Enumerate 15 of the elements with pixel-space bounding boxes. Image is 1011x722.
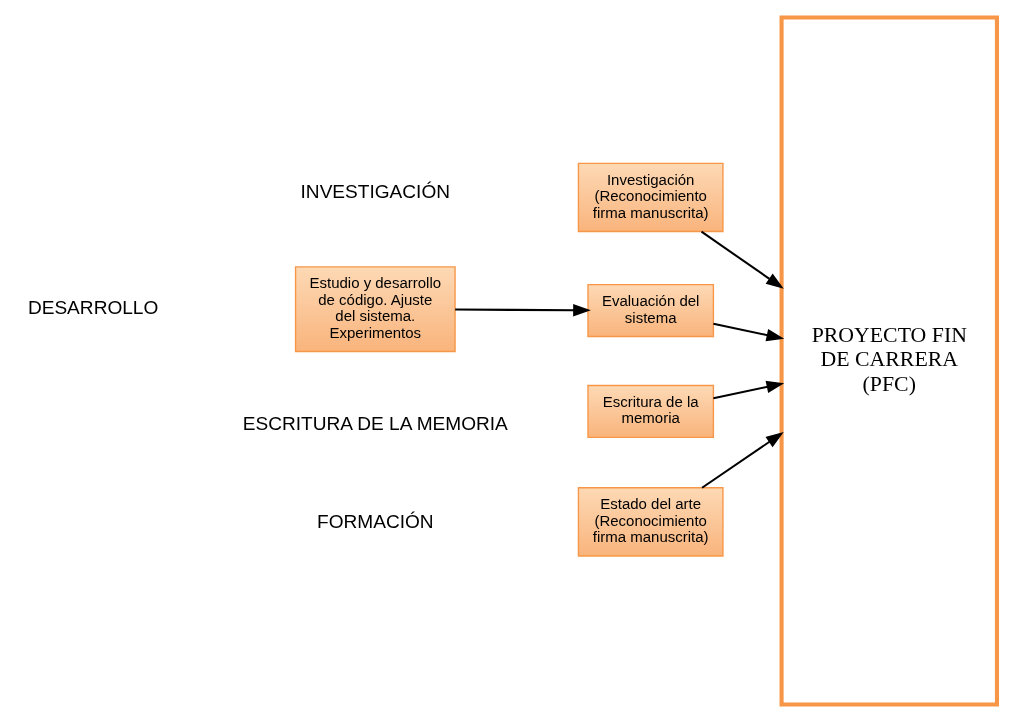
node-box: Investigación (Reconocimiento firma manuscrita) <box>577 162 724 233</box>
arrow <box>713 322 785 342</box>
node-box: PROYECTO FIN DE CARRERA (PFC) <box>779 15 999 707</box>
arrow <box>455 303 591 317</box>
node-box: Escritura de la memoria <box>587 384 715 438</box>
label: INVESTIGACIÓN <box>300 181 451 203</box>
node-box: Estado del arte (Reconocimiento firma manuscrita) <box>577 487 724 557</box>
node-box: Evaluación del sistema <box>587 284 715 338</box>
node-box: Estudio y desarrollo de código. Ajuste del sistema. Experimentos <box>294 266 456 353</box>
arrow <box>713 380 785 400</box>
label: ESCRITURA DE LA MEMORIA <box>242 413 508 435</box>
arrow <box>700 230 784 289</box>
label: DESARROLLO <box>27 297 159 319</box>
arrow <box>701 432 784 489</box>
label: FORMACIÓN <box>317 511 434 533</box>
